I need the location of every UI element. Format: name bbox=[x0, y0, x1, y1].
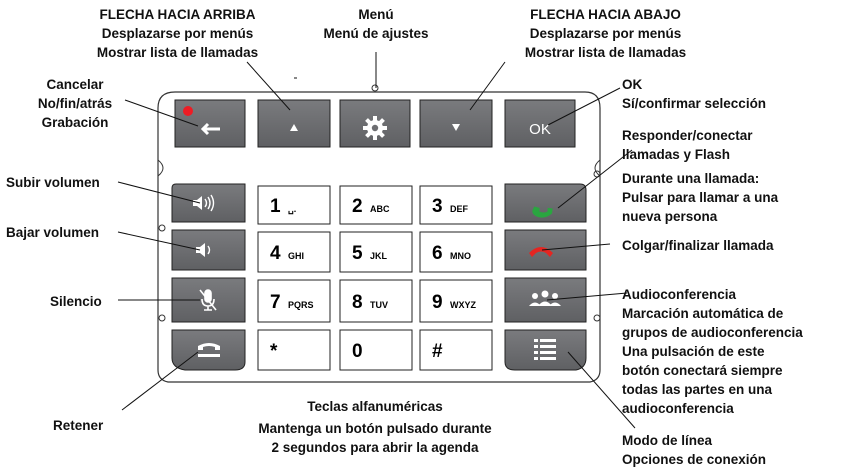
screw-hole bbox=[593, 314, 601, 322]
digit-key-number: 2 bbox=[352, 196, 363, 217]
up-triangle-icon bbox=[290, 124, 298, 131]
hold-handset-icon bbox=[198, 343, 220, 357]
alphanumeric-keys: 1 ␣. 2 ABC 3 DEF 4 GHI 5 JKL 6 MNO 7 PQRS 8 TUV 9 WXYZ * 0 # bbox=[257, 185, 493, 371]
digit-key-number: 9 bbox=[432, 292, 443, 313]
digit-key-letters: GHI bbox=[288, 251, 304, 261]
callout-vol-down: Bajar volumen bbox=[6, 225, 100, 240]
digit-key-letters: ␣. bbox=[288, 204, 296, 215]
green-phone-icon bbox=[532, 206, 553, 218]
callout-mute: Silencio bbox=[50, 294, 102, 309]
answer-key bbox=[504, 183, 587, 223]
record-led-icon bbox=[183, 106, 193, 116]
speaker-loud-icon bbox=[193, 194, 215, 212]
digit-key-6[interactable]: 6 MNO bbox=[419, 231, 493, 273]
gear-icon bbox=[363, 116, 387, 140]
digit-key-number: 0 bbox=[352, 341, 363, 362]
conference-key bbox=[504, 277, 587, 323]
callout-hold: Retener bbox=[53, 418, 104, 433]
volume-down-key bbox=[171, 229, 246, 271]
screw-hole bbox=[371, 84, 379, 92]
mute-mic-icon bbox=[199, 289, 217, 311]
digit-key-1[interactable]: 1 ␣. bbox=[257, 185, 331, 225]
back-arrow-icon bbox=[200, 122, 220, 136]
digit-key-number: 1 bbox=[270, 196, 281, 217]
line-mode-list-icon bbox=[534, 339, 556, 360]
digit-key-letters: MNO bbox=[450, 251, 471, 261]
hold-key bbox=[171, 329, 246, 371]
digit-key-hash[interactable]: # bbox=[419, 329, 493, 371]
digit-key-number: 5 bbox=[352, 243, 363, 264]
callout-hangup: Colgar/finalizar llamada bbox=[622, 238, 774, 253]
top-panel-outline bbox=[157, 91, 601, 109]
up-arrow-key bbox=[257, 99, 331, 148]
digit-key-8[interactable]: 8 TUV bbox=[339, 279, 413, 323]
digit-key-letters: PQRS bbox=[288, 300, 314, 310]
digit-key-number: 7 bbox=[270, 292, 281, 313]
screw-hole bbox=[158, 224, 166, 232]
digit-key-number: 6 bbox=[432, 243, 443, 264]
digit-key-number: # bbox=[432, 341, 443, 362]
digit-key-letters: JKL bbox=[370, 251, 388, 261]
digit-key-5[interactable]: 5 JKL bbox=[339, 231, 413, 273]
down-arrow-key bbox=[419, 99, 493, 148]
digit-key-7[interactable]: 7 PQRS bbox=[257, 279, 331, 323]
ok-key-label: OK bbox=[529, 121, 551, 138]
digit-key-letters: ABC bbox=[370, 204, 390, 214]
mute-key bbox=[171, 277, 246, 323]
ok-key: OK bbox=[504, 99, 576, 148]
callout-vol-up: Subir volumen bbox=[6, 175, 100, 190]
digit-key-letters: TUV bbox=[370, 300, 388, 310]
digit-key-number: 8 bbox=[352, 292, 363, 313]
digit-key-3[interactable]: 3 DEF bbox=[419, 185, 493, 225]
down-triangle-icon bbox=[452, 124, 460, 131]
cancel-key bbox=[174, 99, 246, 148]
speaker-soft-icon bbox=[196, 243, 211, 257]
keypad-outline bbox=[157, 108, 601, 383]
digit-key-star[interactable]: * bbox=[257, 329, 331, 371]
conference-people-icon bbox=[529, 290, 561, 306]
digit-key-letters: DEF bbox=[450, 204, 469, 214]
digit-key-0[interactable]: 0 bbox=[339, 329, 413, 371]
digit-key-2[interactable]: 2 ABC bbox=[339, 185, 413, 225]
digit-key-4[interactable]: 4 GHI bbox=[257, 231, 331, 273]
leader-lines bbox=[117, 52, 636, 429]
digit-key-number: * bbox=[270, 341, 278, 362]
screw-hole bbox=[158, 314, 166, 322]
line-mode-key bbox=[504, 329, 587, 371]
digit-key-9[interactable]: 9 WXYZ bbox=[419, 279, 493, 323]
digit-key-number: 4 bbox=[270, 243, 281, 264]
digit-key-number: 3 bbox=[432, 196, 443, 217]
volume-up-key bbox=[171, 183, 246, 223]
digit-key-letters: WXYZ bbox=[450, 300, 477, 310]
menu-key bbox=[339, 99, 411, 148]
